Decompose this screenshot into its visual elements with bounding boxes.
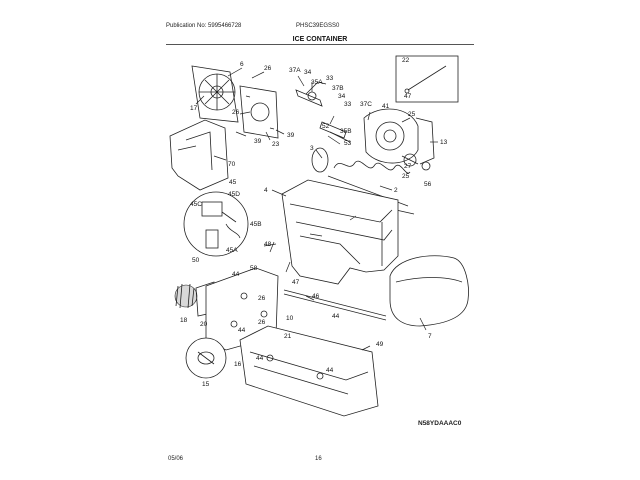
callout: 48 bbox=[264, 241, 272, 248]
model-number: PHSC39EGSS0 bbox=[296, 23, 340, 29]
fan-assembly-part bbox=[191, 65, 239, 123]
leader-lines bbox=[195, 67, 438, 351]
callout: 18 bbox=[180, 317, 188, 324]
callout: 47 bbox=[404, 93, 412, 100]
ice-container-bin-part bbox=[281, 179, 399, 285]
callout: 26 bbox=[264, 65, 272, 72]
callout: 16 bbox=[234, 361, 242, 368]
diagram-code: N58YDAAAC0 bbox=[418, 420, 462, 427]
callout: 10 bbox=[286, 315, 294, 322]
callout: 37C bbox=[360, 101, 372, 108]
callout: 41 bbox=[382, 103, 390, 110]
callout: 39 bbox=[287, 132, 295, 139]
callout: 44 bbox=[238, 327, 246, 334]
publication-number: Publication No: 5995466728 bbox=[166, 23, 242, 29]
callout: 58 bbox=[250, 265, 258, 272]
callout: 50 bbox=[192, 257, 200, 264]
bottom-frame-part bbox=[239, 325, 379, 417]
callout: 23 bbox=[272, 141, 280, 148]
title-divider bbox=[166, 44, 474, 45]
callout: 45C bbox=[190, 201, 202, 208]
callout: 13 bbox=[440, 139, 448, 146]
callout: 52 bbox=[322, 123, 330, 130]
callout: 33 bbox=[344, 101, 352, 108]
callout: 3 bbox=[310, 145, 314, 152]
footer-page-number: 16 bbox=[315, 456, 322, 462]
callout: 34 bbox=[338, 93, 346, 100]
callout: 44 bbox=[326, 367, 334, 374]
callout: 26 bbox=[232, 109, 240, 116]
callout: 17 bbox=[190, 105, 198, 112]
callout: 70 bbox=[228, 161, 236, 168]
callout: 22 bbox=[402, 57, 410, 64]
footer-date: 05/06 bbox=[168, 456, 184, 462]
callout: 45 bbox=[229, 179, 237, 186]
callout: 2 bbox=[394, 187, 398, 194]
detail-inset-22-part bbox=[395, 55, 459, 103]
callout-labels: 6 26 17 26 39 23 39 70 37A 34 35A 33 37B… bbox=[180, 57, 448, 388]
callout: 35B bbox=[340, 128, 352, 135]
ice-housing-back-part bbox=[169, 119, 229, 191]
callout: 26 bbox=[258, 319, 266, 326]
callout: 4 bbox=[264, 187, 268, 194]
callout: 39 bbox=[254, 138, 262, 145]
callout: 26 bbox=[258, 295, 266, 302]
callout: 45A bbox=[226, 247, 238, 254]
callout: 6 bbox=[240, 61, 244, 68]
callout: 46 bbox=[312, 293, 320, 300]
callout: 37A bbox=[289, 67, 301, 74]
callout: 7 bbox=[428, 333, 432, 340]
callout: 25 bbox=[402, 173, 410, 180]
callout: 47 bbox=[292, 279, 300, 286]
callout: 44 bbox=[256, 355, 264, 362]
ice-bin-front-cover-part bbox=[389, 255, 469, 327]
callout: 15 bbox=[202, 381, 210, 388]
callout: 44 bbox=[232, 271, 240, 278]
callout: 56 bbox=[424, 181, 432, 188]
callout: 45D bbox=[228, 191, 240, 198]
callout: 45B bbox=[250, 221, 262, 228]
auger-motor-housing-part bbox=[363, 108, 435, 165]
callout: 34 bbox=[304, 69, 312, 76]
coupling-part bbox=[401, 153, 431, 171]
callout: 37B bbox=[332, 85, 344, 92]
detail-inset-45-part bbox=[183, 191, 249, 257]
detail-inset-16-part bbox=[185, 337, 227, 379]
callout: 27 bbox=[404, 163, 412, 170]
page-title: ICE CONTAINER bbox=[292, 36, 348, 43]
callout: 44 bbox=[332, 313, 340, 320]
callout: 53 bbox=[344, 140, 352, 147]
callout: 35A bbox=[311, 79, 323, 86]
callout: 33 bbox=[326, 75, 334, 82]
callout: 21 bbox=[284, 333, 292, 340]
rod-part bbox=[283, 289, 387, 321]
callout: 49 bbox=[376, 341, 384, 348]
motor-bracket-part bbox=[239, 85, 279, 139]
callout: 25 bbox=[408, 111, 416, 118]
callout: 20 bbox=[200, 321, 208, 328]
